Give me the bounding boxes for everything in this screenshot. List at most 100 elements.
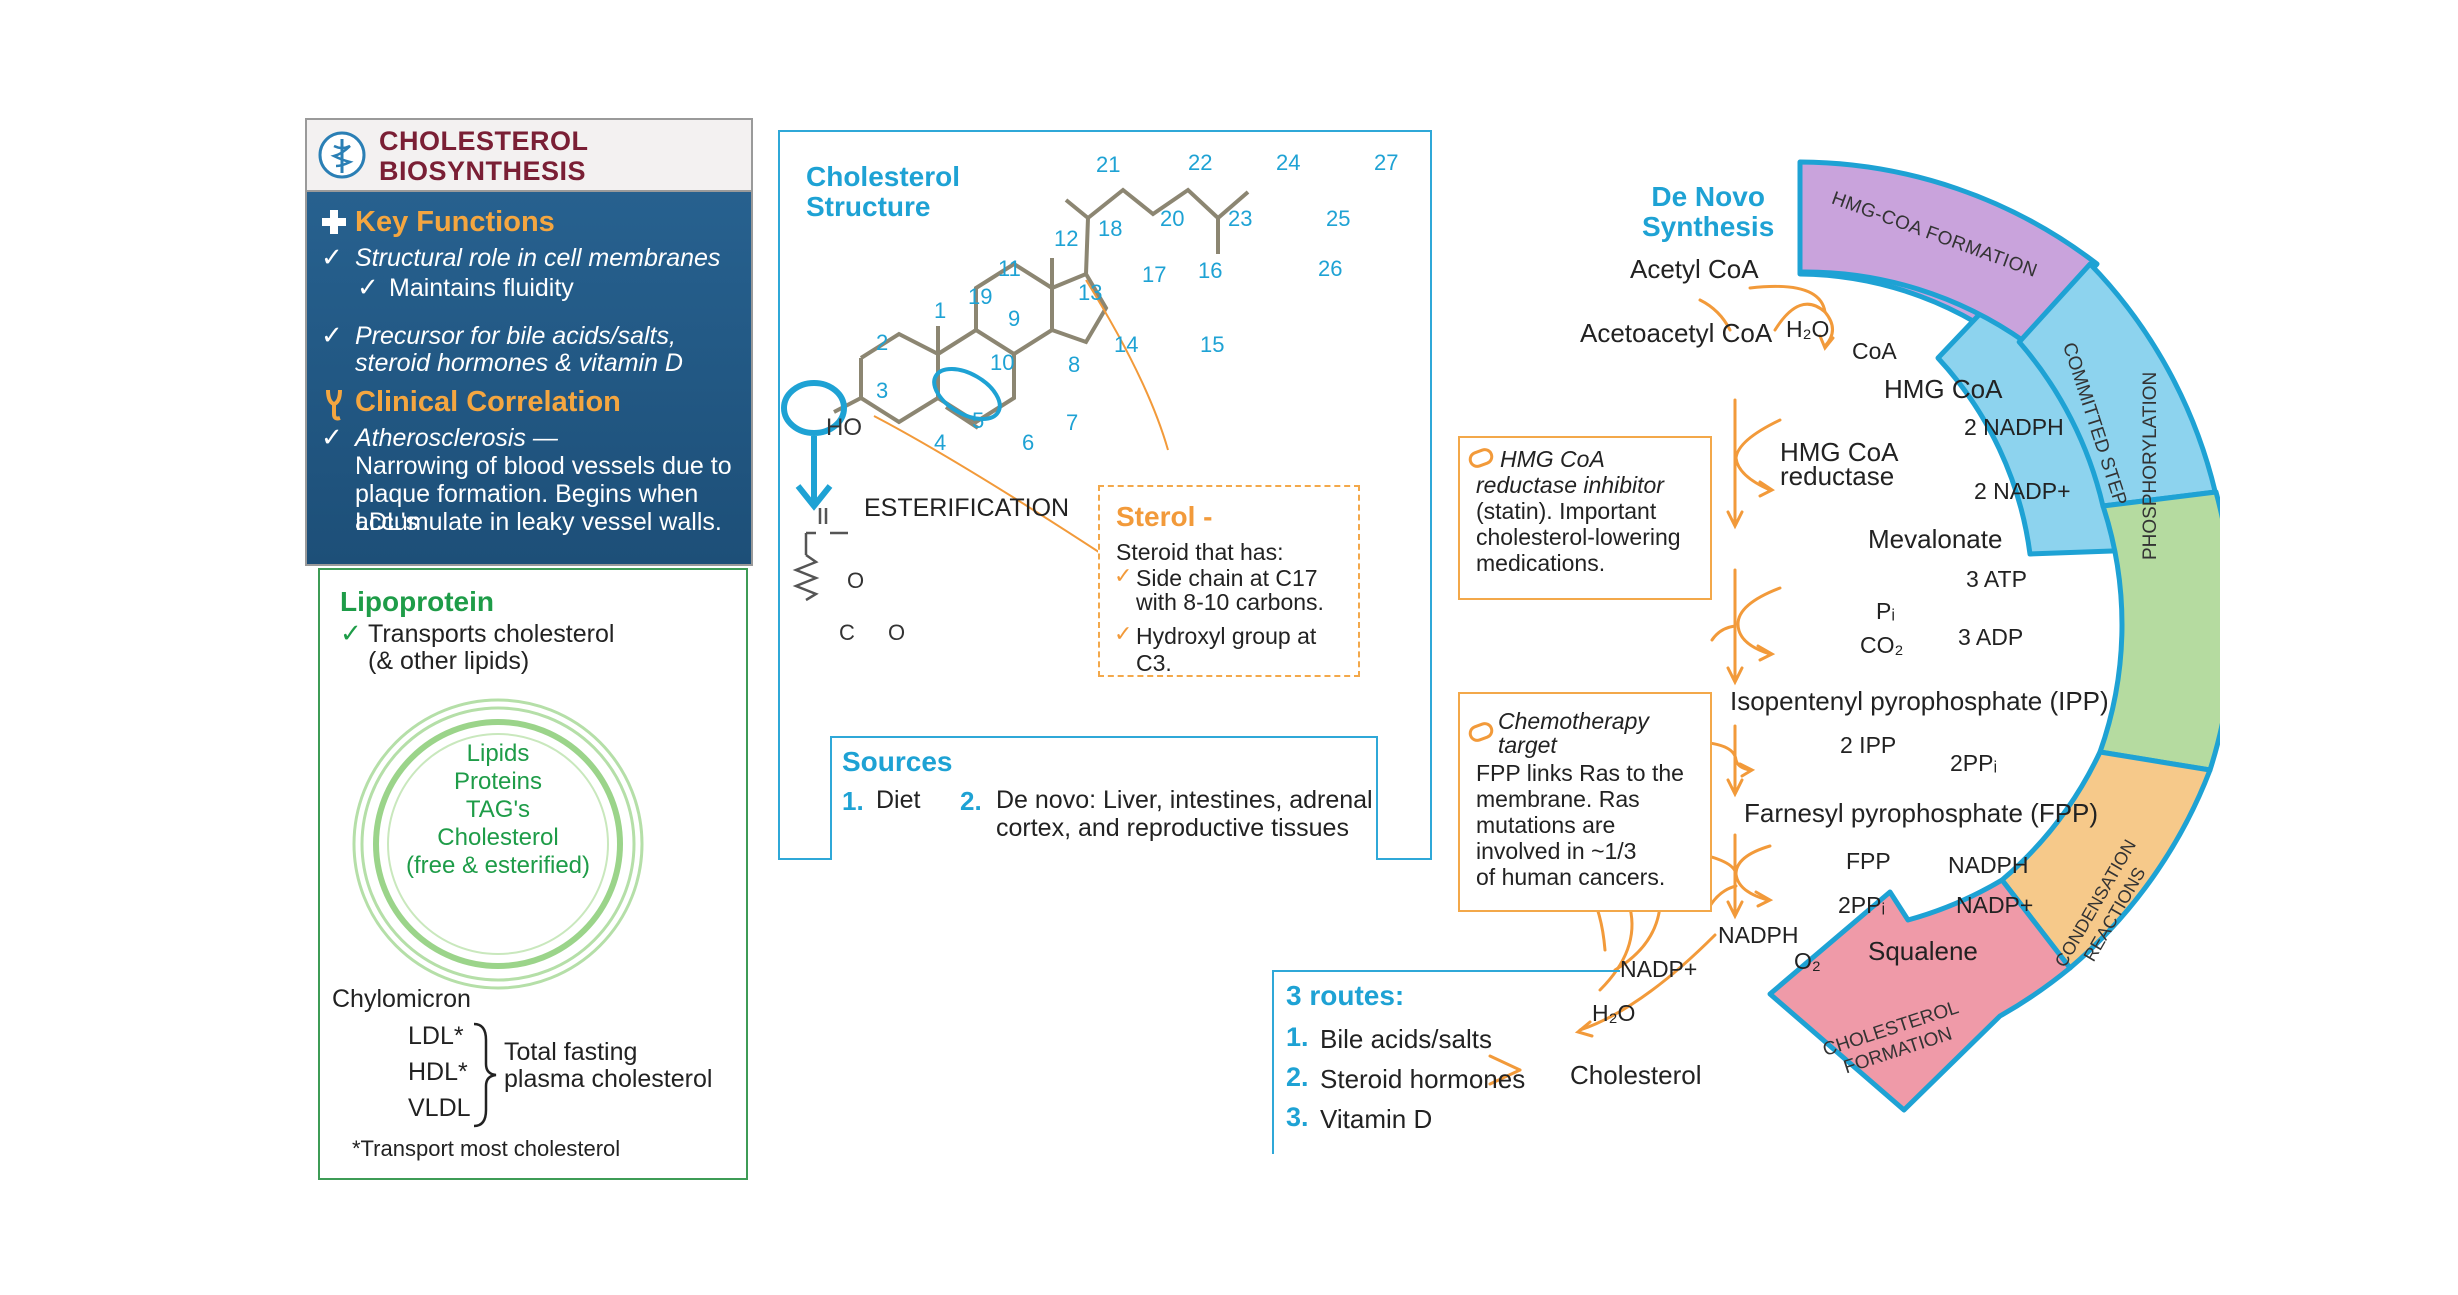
carbon-number: 20 bbox=[1160, 206, 1185, 231]
arrow-head-icon bbox=[795, 484, 833, 511]
title-line-1: CHOLESTEROL bbox=[379, 126, 589, 156]
sterol-line-2: Side chain at C17 bbox=[1136, 565, 1318, 591]
acetoacetyl-coa-label: Acetoacetyl CoA bbox=[1580, 318, 1773, 348]
brace-label-1: Total fasting bbox=[504, 1038, 638, 1066]
brace-icon bbox=[473, 1022, 497, 1128]
ester-group bbox=[792, 508, 848, 602]
content-lipids: Lipids bbox=[466, 740, 530, 767]
lipoprotein-contents: Lipids Proteins TAG's Cholesterol (free … bbox=[348, 740, 648, 880]
check-icon: ✓ bbox=[1114, 621, 1133, 646]
route-num-1: 1. bbox=[1286, 1022, 1309, 1052]
sterol-line-4: Hydroxyl group at C3. bbox=[1136, 623, 1317, 676]
h2o-b-label: H₂O bbox=[1592, 1000, 1636, 1026]
carbon-number: 14 bbox=[1114, 332, 1139, 357]
clinical-heading: Clinical Correlation bbox=[355, 386, 621, 418]
carbon-number: 2 bbox=[876, 330, 889, 355]
chemo-line-2: target bbox=[1498, 732, 1557, 758]
pi-label: Pᵢ bbox=[1876, 598, 1895, 624]
fpp-label: Farnesyl pyrophosphate (FPP) bbox=[1744, 798, 2099, 828]
source-num-1: 1. bbox=[842, 786, 864, 816]
clinical-line: plaque formation. Begins when LDL's bbox=[355, 480, 699, 536]
clinical-line: accumulate in leaky vessel walls. bbox=[355, 508, 722, 536]
carbon-number: 10 bbox=[990, 350, 1015, 375]
carbon-number: 27 bbox=[1374, 150, 1399, 175]
hmg-reductase-line-2: reductase bbox=[1780, 461, 1895, 491]
clinical-title: Atherosclerosis — bbox=[355, 424, 558, 452]
content-free-esterified: (free & esterified) bbox=[405, 852, 591, 879]
three-adp-label: 3 ADP bbox=[1958, 624, 2024, 650]
carbon-number: 16 bbox=[1198, 258, 1223, 283]
lipoprotein-particle-icon bbox=[352, 698, 644, 990]
sources-box: Sources 1. Diet 2. De novo: Liver, intes… bbox=[830, 736, 1378, 860]
hydroxyl-highlight bbox=[781, 380, 847, 436]
title-line-2: BIOSYNTHESIS bbox=[379, 156, 587, 186]
carbon-number: 26 bbox=[1318, 256, 1343, 281]
route-vitamin-d: Vitamin D bbox=[1320, 1104, 1433, 1134]
stethoscope-icon bbox=[326, 389, 342, 421]
pathway-arrows bbox=[1488, 284, 1835, 1086]
two-ipp-label: 2 IPP bbox=[1840, 732, 1897, 758]
carbon-number: 1 bbox=[934, 298, 947, 323]
route-steroid-hormones: Steroid hormones bbox=[1320, 1064, 1526, 1094]
hmg-reductase-label: HMG CoA reductase bbox=[1780, 437, 1899, 491]
three-atp-label: 3 ATP bbox=[1966, 566, 2027, 592]
sources-heading: Sources bbox=[842, 746, 953, 777]
route-num-2: 2. bbox=[1286, 1062, 1309, 1092]
source-de-novo-1: De novo: Liver, intestines, adrenal bbox=[996, 786, 1373, 814]
brace-label-2: plasma cholesterol bbox=[504, 1065, 713, 1093]
key-functions-card: Key Functions ✓ Structural role in cell … bbox=[305, 192, 753, 566]
content-tags: TAG's bbox=[465, 796, 531, 823]
routes-heading: 3 routes: bbox=[1286, 980, 1405, 1011]
carbon-number: 22 bbox=[1188, 150, 1213, 175]
stage-label-phosphorylation: PHOSPHORYLATION bbox=[2140, 371, 2161, 560]
de-novo-title: De Novo Synthesis bbox=[1642, 182, 1774, 242]
source-num-2: 2. bbox=[960, 786, 982, 816]
check-icon: ✓ bbox=[340, 618, 362, 648]
carbon-number: 11 bbox=[998, 256, 1021, 281]
statin-line-3: (statin). Important bbox=[1476, 498, 1657, 524]
lipoprotein-card: Lipoprotein ✓ Transports cholesterol (& … bbox=[318, 568, 748, 1180]
chemo-line-4: membrane. Ras bbox=[1476, 786, 1640, 812]
content-proteins: Proteins bbox=[453, 768, 543, 795]
hmg-reductase-line-1: HMG CoA bbox=[1780, 437, 1899, 467]
route-num-3: 3. bbox=[1286, 1102, 1309, 1132]
check-icon: ✓ bbox=[321, 422, 343, 452]
structure-title: Cholesterol Structure bbox=[806, 162, 960, 222]
leader-c3 bbox=[873, 415, 1109, 559]
sterol-title: Sterol - bbox=[1116, 501, 1213, 532]
pill-icon bbox=[1468, 448, 1494, 468]
statin-note: HMG CoA reductase inhibitor (statin). Im… bbox=[1458, 436, 1712, 600]
two-ppi-label: 2PPᵢ bbox=[1950, 750, 1998, 776]
check-icon: ✓ bbox=[1114, 563, 1133, 588]
esterification-label: ESTERIFICATION bbox=[864, 494, 1070, 522]
pill-icon bbox=[1468, 722, 1494, 742]
nadph-b-label: NADPH bbox=[1718, 922, 1799, 948]
statin-line-4: cholesterol-lowering bbox=[1476, 524, 1681, 550]
hmg-coa-label: HMG CoA bbox=[1884, 374, 2003, 404]
source-diet: Diet bbox=[876, 786, 921, 814]
chemo-line-6: involved in ~1/3 bbox=[1476, 838, 1637, 864]
de-novo-title-2: Synthesis bbox=[1642, 211, 1775, 242]
function-item: Maintains fluidity bbox=[389, 274, 574, 302]
page-title: CHOLESTEROL BIOSYNTHESIS bbox=[379, 126, 589, 186]
pathway-stage-arc-detail bbox=[1767, 159, 2220, 1113]
arc-segments bbox=[1767, 159, 2220, 1113]
carbon-number: 23 bbox=[1228, 206, 1253, 231]
sterol-line-3: with 8-10 carbons. bbox=[1136, 589, 1324, 615]
sterol-definition-box: Sterol - Steroid that has: ✓ Side chain … bbox=[1098, 485, 1360, 677]
o2-label: O₂ bbox=[1794, 948, 1821, 974]
mevalonate-label: Mevalonate bbox=[1868, 524, 2003, 554]
ho-label: HO bbox=[826, 414, 862, 441]
function-item: Precursor for bile acids/salts, bbox=[355, 322, 676, 350]
carbon-number: 18 bbox=[1098, 216, 1123, 241]
statin-line-5: medications. bbox=[1476, 550, 1606, 576]
check-icon: ✓ bbox=[321, 242, 343, 272]
coa-label: CoA bbox=[1852, 338, 1897, 364]
two-nadph-label: 2 NADPH bbox=[1964, 414, 2064, 440]
chemo-line-3: FPP links Ras to the bbox=[1476, 760, 1684, 786]
carbon-number: 3 bbox=[876, 378, 889, 403]
content-cholesterol: Cholesterol bbox=[437, 824, 559, 851]
acetyl-coa-label: Acetyl CoA bbox=[1630, 254, 1759, 284]
function-item: Structural role in cell membranes bbox=[355, 244, 721, 272]
carbon-number: 12 bbox=[1054, 226, 1079, 251]
